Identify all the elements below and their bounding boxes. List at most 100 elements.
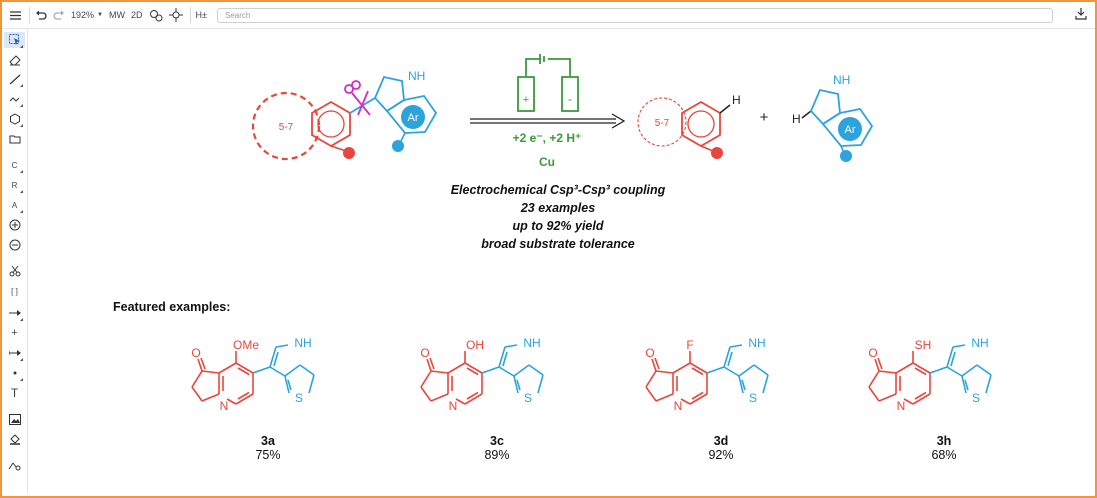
bond [753, 364, 769, 376]
ar-circle [838, 117, 862, 141]
undo-icon[interactable] [35, 5, 47, 25]
blue-substituent-ball [840, 150, 852, 162]
hydrogen-toggle-button[interactable]: H± [196, 5, 207, 25]
bond [689, 362, 708, 374]
drawing-canvas[interactable]: 5-7 NH Ar [28, 29, 1094, 493]
bond [226, 398, 237, 405]
center-view-icon[interactable] [168, 5, 183, 25]
bracket-tool[interactable]: [ ] [4, 283, 25, 299]
mw-button[interactable]: MW [109, 5, 125, 25]
mapping-tool[interactable] [4, 457, 25, 473]
zoom-select[interactable]: 192%▼ [71, 5, 103, 25]
bond [235, 362, 254, 374]
bond [237, 367, 250, 376]
r-group-tool[interactable]: R [4, 177, 25, 193]
bond [464, 362, 483, 374]
arrow-tool[interactable] [4, 305, 25, 321]
bond [218, 362, 237, 374]
scissors-icon [9, 265, 20, 277]
bond [961, 375, 967, 394]
reaction-arrow-icon [8, 310, 21, 316]
dot-tool[interactable] [4, 365, 25, 381]
bond [929, 366, 948, 374]
bond [308, 374, 315, 394]
multi-arrow-tool[interactable] [4, 345, 25, 361]
bond [201, 393, 220, 402]
bond [874, 358, 880, 372]
eraser-tool[interactable] [4, 52, 25, 68]
text-tool[interactable]: T [4, 385, 25, 401]
h-atom-label: H [792, 112, 801, 126]
folder-icon [9, 135, 20, 144]
image-tool[interactable] [4, 411, 25, 427]
charge-minus-tool[interactable] [4, 237, 25, 253]
template-tool[interactable] [4, 111, 25, 127]
nitrogen-atom: N [449, 399, 458, 413]
compound-3a: 3a 75% [208, 434, 328, 462]
nh-label: NH [294, 336, 311, 350]
bond [455, 398, 466, 405]
structure-settings-icon[interactable] [149, 5, 163, 25]
bond [513, 375, 519, 394]
ar-label: Ar [845, 124, 856, 136]
nh-label: NH [523, 336, 540, 350]
ar-label: Ar [408, 112, 419, 124]
bond-tool[interactable] [4, 71, 25, 87]
atom-tool[interactable]: A [4, 197, 25, 213]
minus-circle-icon [9, 239, 20, 251]
redo-icon[interactable] [53, 5, 65, 25]
text-tool-label: T [10, 386, 19, 400]
nitrogen-atom: N [674, 399, 683, 413]
bond [961, 364, 978, 377]
bond [287, 379, 292, 391]
open-tool[interactable] [4, 131, 25, 147]
compound-yield: 92% [708, 448, 734, 462]
red-substituent-ball [343, 147, 355, 159]
chain-tool[interactable] [4, 91, 25, 107]
charge-plus-tool[interactable] [4, 217, 25, 233]
sulfur-atom: S [524, 391, 532, 405]
search-input[interactable]: Search [216, 7, 1053, 23]
carbon-tool[interactable]: C [4, 157, 25, 173]
ar-circle [401, 105, 425, 129]
eraser-icon [8, 54, 21, 65]
caption-line-4: broad substrate tolerance [481, 237, 635, 251]
left-toolbar: C R A [ ] + T [2, 29, 28, 493]
bond [729, 344, 743, 348]
aromatic-circle [317, 110, 345, 138]
bond [502, 351, 508, 367]
ring-size-circle [251, 91, 321, 161]
aromatic-circle [687, 110, 715, 138]
compound-yield: 75% [255, 448, 281, 462]
two-d-button[interactable]: 2D [131, 5, 143, 25]
compound-label: 3c [490, 434, 504, 448]
sulfur-atom: S [295, 391, 303, 405]
compound-yield: 68% [931, 448, 957, 462]
caption-line-3: up to 92% yield [512, 219, 604, 233]
select-tool[interactable] [4, 32, 25, 48]
plus-tool[interactable]: + [4, 325, 25, 341]
substituent-label: OH [466, 338, 484, 352]
style-tool[interactable] [4, 431, 25, 447]
bond [237, 391, 250, 400]
oxygen-atom: O [645, 346, 654, 360]
menu-icon[interactable] [8, 5, 22, 25]
bond [878, 393, 897, 402]
bond [868, 386, 880, 402]
pyrrole-ring [809, 88, 841, 126]
bond [191, 370, 203, 388]
conditions-electrons: +2 e⁻, +2 H⁺ [513, 131, 582, 145]
bond [985, 374, 992, 394]
bond [420, 370, 432, 388]
ring-size-circle [637, 97, 687, 147]
bond [273, 351, 279, 367]
bond [498, 346, 506, 368]
bond [741, 379, 746, 391]
bond [738, 375, 744, 394]
download-icon[interactable] [1075, 7, 1087, 25]
reactant-molecule: 5-7 NH Ar [251, 69, 438, 161]
cut-tool[interactable] [4, 263, 25, 279]
bond [429, 357, 435, 370]
